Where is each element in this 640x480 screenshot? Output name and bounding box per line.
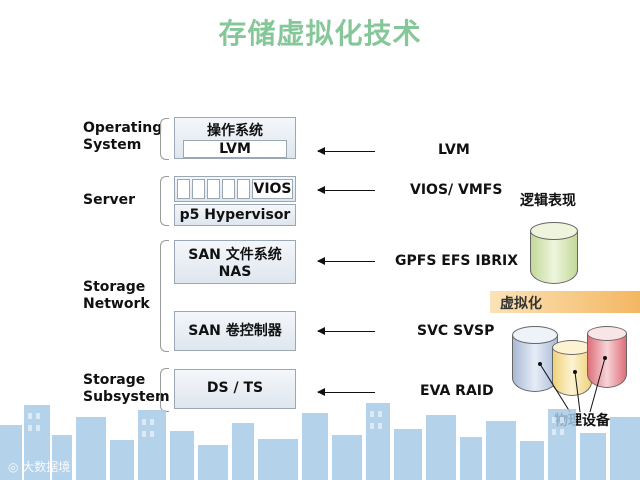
physical-cylinder-yellow	[552, 340, 592, 396]
os-box: 操作系统 LVM	[174, 117, 296, 159]
san-fs-box: SAN 文件系统 NAS	[174, 240, 296, 284]
watermark-text: 大数据境	[22, 460, 71, 474]
vios-box: VIOS	[174, 176, 296, 202]
arrow-eva	[317, 388, 375, 396]
tech-svc: SVC SVSP	[417, 323, 495, 339]
brace-server	[160, 176, 169, 226]
city-skyline-decoration	[0, 403, 640, 480]
brace-network	[160, 240, 169, 352]
virtualization-label: 虚拟化	[500, 296, 542, 312]
page-title: 存储虚拟化技术	[218, 17, 422, 50]
logical-label: 逻辑表现	[520, 193, 576, 209]
vios-slot	[207, 179, 220, 199]
layer-label-server: Server	[83, 192, 136, 208]
physical-pointer-lines	[538, 356, 607, 413]
tech-vios-vmfs: VIOS/ VMFS	[410, 182, 503, 198]
physical-cylinder-red	[587, 326, 627, 388]
layer-label-storage-subsystem: Storage Subsystem	[83, 372, 170, 405]
watermark: ◎ 大数据境	[8, 458, 70, 475]
tech-gpfs: GPFS EFS IBRIX	[395, 253, 519, 269]
vios-slot	[237, 179, 250, 199]
vios-slot	[222, 179, 235, 199]
brace-os	[160, 118, 169, 160]
layer-label-operating-system: Operating System	[83, 120, 163, 153]
cylinder-body	[587, 334, 627, 388]
san-fs-label: SAN 文件系统	[188, 247, 282, 263]
cylinder-top	[512, 326, 558, 344]
nas-label: NAS	[218, 264, 252, 280]
arrow-gpfs	[317, 257, 375, 265]
tech-eva: EVA RAID	[420, 383, 494, 399]
logical-cylinder	[530, 222, 578, 284]
arrow-svc	[317, 327, 375, 335]
os-box-label: 操作系统	[207, 123, 263, 139]
hypervisor-box: p5 Hypervisor	[174, 204, 296, 226]
cylinder-body	[512, 335, 558, 392]
logical-cylinder-top	[530, 222, 578, 240]
watermark-logo-icon: ◎	[8, 460, 23, 474]
cylinder-top	[587, 326, 627, 341]
vios-slot	[192, 179, 205, 199]
physical-cylinder-blue	[512, 326, 558, 392]
vios-label: VIOS	[252, 179, 293, 199]
tech-lvm: LVM	[438, 142, 470, 158]
san-controller-box: SAN 卷控制器	[174, 311, 296, 351]
vios-slot	[177, 179, 190, 199]
virtualization-band	[490, 291, 640, 313]
cylinder-body	[552, 348, 592, 396]
ds-ts-box: DS / TS	[174, 369, 296, 409]
os-box-lvm: LVM	[183, 140, 287, 158]
layer-label-storage-network: Storage Network	[83, 279, 150, 312]
arrow-vios	[317, 186, 375, 194]
arrow-lvm	[317, 147, 375, 155]
